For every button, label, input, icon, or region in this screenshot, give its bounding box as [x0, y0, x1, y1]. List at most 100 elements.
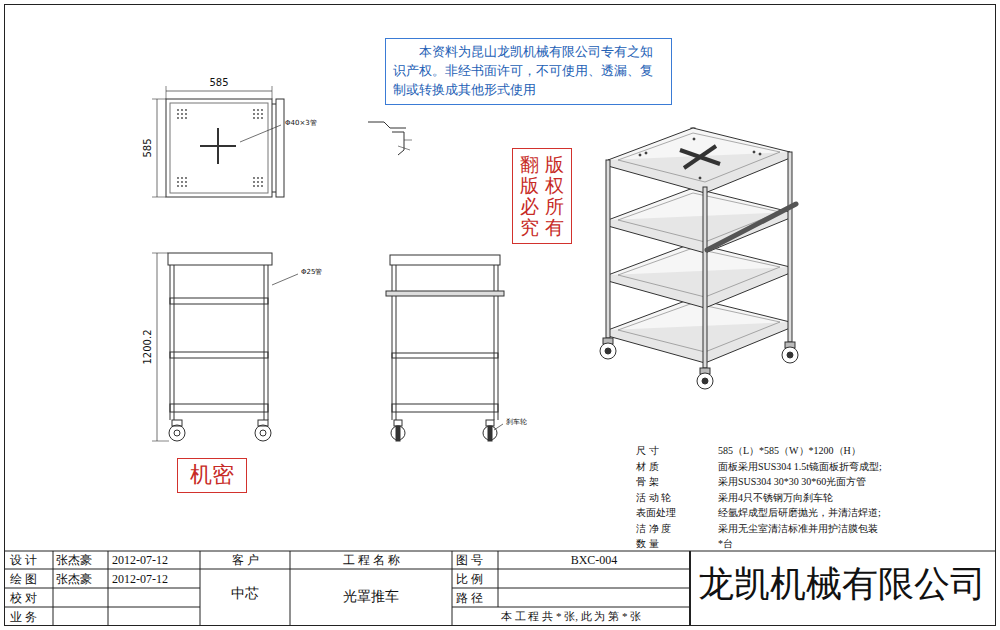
dimension-label-wrap: 585: [209, 77, 228, 89]
front-view-part: [174, 430, 180, 436]
isometric-cart-part: [608, 128, 790, 193]
top-view-part: [272, 104, 276, 105]
spec-value: 采用SUS304 30*30 30*60光面方管: [718, 476, 866, 487]
title-block-cell-wrap: 2012-07-12: [112, 571, 168, 585]
top-view: [152, 86, 284, 197]
spec-value-wrap: 经氩焊成型后研磨抛光，并清洁焊道;: [718, 507, 881, 519]
side-view-part: [396, 265, 397, 420]
front-view-part: [255, 425, 271, 441]
isometric-cart-part: [605, 348, 611, 354]
isometric-cart-part: [693, 138, 695, 140]
side-view-part: [392, 265, 393, 420]
title-block-part: [5, 607, 200, 608]
isometric-cart-part: [782, 347, 798, 363]
dimension-label: 585: [209, 77, 228, 88]
title-block-cell-wrap: 2012-07-12: [112, 553, 168, 567]
top-view-part: [170, 103, 268, 193]
title-block-cell: BXC-004: [571, 553, 618, 567]
drawing-frame-part: [5, 5, 996, 626]
node-text: 版权所有: [545, 154, 564, 238]
top-view-part: [152, 197, 166, 198]
node-text-group: 版权所有翻版必究: [520, 154, 564, 238]
isometric-cart-part: [707, 204, 796, 250]
isometric-cart-part: [702, 378, 708, 384]
profile-detail: [368, 122, 412, 155]
leader-label: 刹车轮: [506, 418, 527, 426]
dimension-label-wrap: 585: [142, 138, 154, 157]
title-block-cell: 校 对: [10, 590, 37, 604]
title-block-part: [452, 569, 690, 570]
title-block-cell: 张杰豪: [56, 553, 92, 567]
title-block-cell: 设 计: [10, 553, 37, 567]
isometric-cart-part: [787, 352, 793, 358]
title-block-part: [5, 588, 200, 589]
spec-key: 表面处理: [636, 507, 676, 518]
top-view-part: [240, 125, 281, 142]
title-block-part: [5, 551, 995, 552]
isometric-cart-part: [697, 373, 713, 389]
dimension-label-wrap: 1200.2: [142, 330, 154, 365]
front-view-part: [260, 430, 266, 436]
spec-key-wrap: 活 动 轮: [636, 492, 671, 504]
front-view-part: [268, 265, 269, 420]
title-block-cell-wrap: 本 工 程 共 * 张, 此 为 第 * 张: [501, 610, 641, 623]
side-view-part: [494, 424, 503, 430]
notice-box: 本资料为昆山龙凯机械有限公司专有之知识产权。非经书面许可，不可使用、透漏、复制或…: [385, 38, 672, 105]
profile-detail-part: [368, 122, 406, 128]
top-view-part: [272, 192, 276, 193]
title-block-cell: 2012-07-12: [112, 571, 168, 585]
spec-value-wrap: *台: [718, 538, 733, 550]
top-view-part: [157, 99, 158, 197]
top-view-part: [251, 177, 263, 189]
spec-value-wrap: 面板采用SUS304 1.5t镜面板折弯成型;: [718, 461, 882, 473]
top-view-part: [166, 91, 272, 92]
side-view: [386, 255, 504, 441]
title-block-cell-wrap: 工 程 名 称: [343, 553, 400, 567]
front-view-part: [264, 265, 265, 420]
spec-key: 洁 净 度: [636, 523, 671, 534]
isometric-cart-part: [699, 177, 701, 179]
spec-key: 活 动 轮: [636, 492, 671, 503]
spec-value: 采用4只不锈钢万向刹车轮: [718, 492, 833, 503]
title-block-cell: 业 务: [10, 609, 37, 623]
company-name: 龙凯机械有限公司: [698, 564, 986, 604]
profile-detail-part: [404, 140, 412, 141]
spec-value-wrap: 采用无尘室清洁标准并用护洁膜包装: [718, 523, 878, 535]
isometric-cart-part: [759, 153, 761, 155]
spec-value-wrap: 585（L）*585（W）*1200（H）: [718, 445, 861, 457]
isometric-cart-part: [684, 146, 716, 168]
node-text: 机密: [190, 461, 234, 490]
profile-detail-part: [392, 132, 404, 155]
isometric-cart-part: [600, 343, 616, 359]
node-text: 本资料为昆山龙凯机械有限公司专有之知识产权。非经书面许可，不可使用、透漏、复制或…: [393, 43, 664, 100]
spec-value: 采用无尘室清洁标准并用护洁膜包装: [718, 523, 878, 534]
isometric-cart-part: [645, 152, 647, 154]
side-view-part: [483, 426, 497, 440]
leader-label-wrap: Φ40×3管: [285, 119, 317, 127]
title-block-cell: 本 工 程 共 * 张, 此 为 第 * 张: [501, 610, 641, 622]
side-view-part: [486, 420, 494, 426]
title-block-cell: 张杰豪: [56, 571, 92, 585]
node-text-group: 机密: [190, 461, 234, 490]
title-block-cell: 中芯: [231, 586, 259, 601]
title-block-part: [452, 607, 690, 608]
spec-value: *台: [718, 538, 733, 549]
spec-key-wrap: 骨 架: [636, 476, 659, 488]
title-block-cell-wrap: 业 务: [10, 609, 37, 623]
title-block-part: [498, 551, 499, 607]
front-view-part: [272, 274, 298, 285]
side-view-part: [392, 353, 498, 358]
dimension-label: 1200.2: [142, 330, 153, 365]
title-block-cell: 图 号: [456, 553, 483, 567]
copyright-stamp: 版权所有翻版必究: [512, 148, 572, 244]
spec-key-wrap: 尺 寸: [636, 445, 659, 457]
title-block-cell-wrap: 图 号: [456, 553, 483, 567]
title-block-cell-wrap: 张杰豪: [56, 571, 92, 585]
spec-value: 585（L）*585（W）*1200（H）: [718, 445, 861, 456]
title-block-cell-wrap: 绘 图: [10, 571, 37, 585]
side-view-part: [488, 426, 492, 441]
top-view-part: [152, 99, 166, 100]
front-view: [152, 253, 298, 441]
top-view-part: [175, 107, 187, 119]
leader-label-wrap: 刹车轮: [506, 418, 527, 426]
